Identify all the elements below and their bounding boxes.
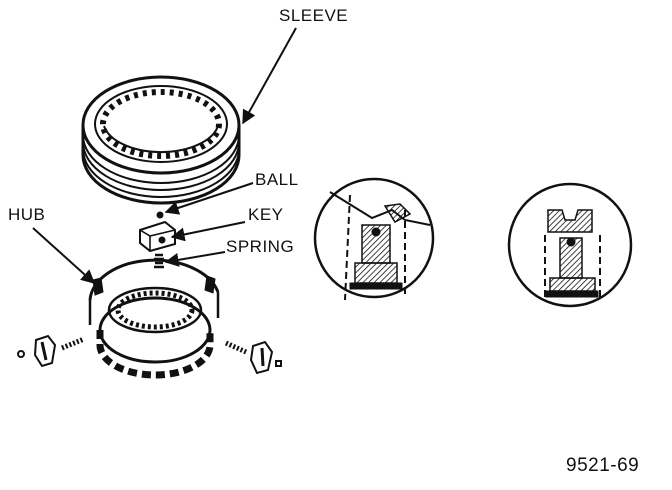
hub-drawing	[88, 258, 220, 379]
label-spring: SPRING	[226, 237, 295, 256]
label-sleeve: SLEEVE	[279, 6, 349, 25]
label-key: KEY	[248, 205, 284, 224]
sleeve-drawing	[81, 75, 241, 205]
leader-lines	[32, 27, 297, 284]
label-ball: BALL	[255, 170, 299, 189]
loose-parts-drawing	[17, 334, 282, 375]
detail-view-right	[507, 182, 633, 308]
detail-view-left	[313, 177, 435, 301]
label-hub: HUB	[8, 205, 46, 224]
figure-number: 9521-69	[566, 455, 640, 476]
key-assembly-drawing	[139, 211, 176, 269]
